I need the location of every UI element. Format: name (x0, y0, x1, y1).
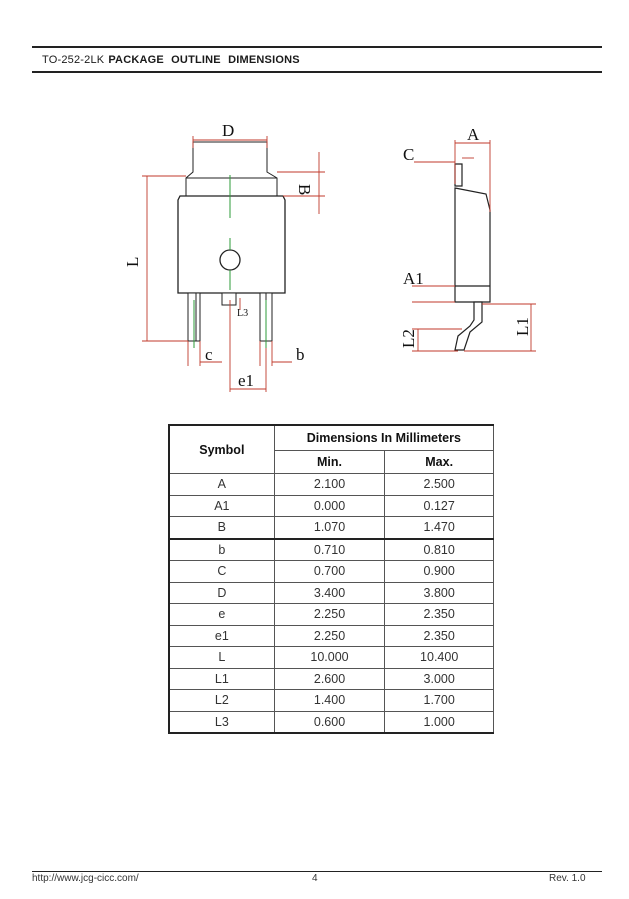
cell-min: 2.250 (273, 624, 386, 647)
cell-symbol: A1 (168, 494, 275, 517)
cell-min: 2.250 (273, 603, 386, 626)
max-header: Max. (384, 450, 494, 474)
side-tab (454, 163, 463, 187)
cell-symbol: b (168, 537, 275, 561)
cell-symbol: A (168, 473, 275, 496)
cell-min: 1.070 (273, 516, 386, 539)
cell-symbol: L2 (168, 689, 275, 712)
header-bottom-rule (32, 71, 602, 73)
footer-page-number: 4 (312, 873, 318, 884)
cell-min: 2.600 (273, 667, 386, 690)
label-a: A (467, 125, 480, 144)
cell-max: 10.400 (384, 646, 494, 669)
label-e1: e1 (238, 371, 254, 390)
footer-revision: Rev. 1.0 (549, 873, 586, 884)
label-l1: L1 (513, 317, 532, 336)
side-view (454, 163, 491, 351)
label-a1: A1 (403, 269, 424, 288)
cell-max: 0.810 (384, 537, 494, 561)
cell-symbol: L (168, 646, 275, 669)
center-lead-stub (221, 292, 237, 306)
side-dimension-lines (412, 140, 536, 352)
cell-min: 10.000 (273, 646, 386, 669)
cell-max: 1.700 (384, 689, 494, 712)
cell-symbol: D (168, 581, 275, 604)
front-dimension-lines (142, 136, 325, 392)
label-b-small: b (296, 345, 305, 364)
label-cap-c: C (403, 145, 414, 164)
body-outline (177, 195, 286, 294)
package-name: TO-252-2LK (42, 54, 105, 66)
symbol-header: Symbol (168, 424, 275, 474)
cell-min: 3.400 (273, 581, 386, 604)
section-title: PACKAGE OUTLINE DIMENSIONS (108, 54, 300, 66)
mounting-hole (219, 249, 241, 271)
cell-max: 3.000 (384, 667, 494, 690)
min-header: Min. (273, 450, 386, 474)
cell-symbol: e (168, 603, 275, 626)
cell-symbol: e1 (168, 624, 275, 647)
footer-url[interactable]: http://www.jcg-cicc.com/ (32, 873, 139, 884)
cell-max: 1.470 (384, 516, 494, 539)
dimensions-table: Symbol Dimensions In Millimeters Min. Ma… (168, 424, 495, 734)
label-b: B (295, 184, 314, 195)
cell-min: 2.100 (273, 473, 386, 496)
cell-symbol: C (168, 560, 275, 583)
cell-max: 2.350 (384, 624, 494, 647)
front-centerlines (193, 175, 267, 348)
cell-max: 0.900 (384, 560, 494, 583)
header-top-rule (32, 46, 602, 48)
tab-outline (185, 141, 278, 197)
side-lead (454, 301, 483, 351)
cell-min: 0.000 (273, 494, 386, 517)
cell-max: 0.127 (384, 494, 494, 517)
cell-max: 1.000 (384, 710, 494, 734)
side-body (454, 187, 491, 303)
cell-symbol: B (168, 516, 275, 539)
cell-max: 3.800 (384, 581, 494, 604)
footer-rule (32, 871, 602, 872)
cell-max: 2.350 (384, 603, 494, 626)
label-l2: L2 (399, 329, 418, 348)
label-d: D (222, 121, 234, 140)
cell-symbol: L3 (168, 710, 275, 734)
cell-max: 2.500 (384, 473, 494, 496)
cell-min: 0.700 (273, 560, 386, 583)
cell-min: 1.400 (273, 689, 386, 712)
dimensions-header: Dimensions In Millimeters (273, 424, 495, 451)
label-l3: L3 (237, 308, 248, 319)
cell-min: 0.600 (273, 710, 386, 734)
package-outline-drawing: D B L L3 c b e1 A C A1 L1 L2 (123, 121, 536, 392)
label-l: L (123, 257, 142, 267)
cell-min: 0.710 (273, 537, 386, 561)
label-c: c (205, 345, 213, 364)
cell-symbol: L1 (168, 667, 275, 690)
dimension-labels: D B L L3 c b e1 A C A1 L1 L2 (123, 121, 532, 390)
